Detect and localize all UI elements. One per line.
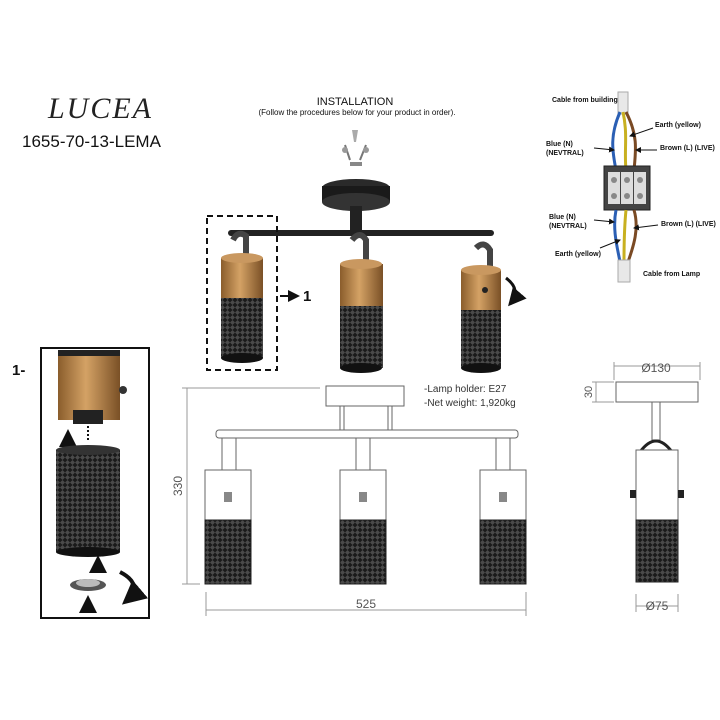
wiring-label-earth-top: Earth (yellow) bbox=[655, 122, 701, 129]
brand-name: LUCEA bbox=[48, 92, 154, 125]
step-number: 1- bbox=[12, 362, 26, 379]
front-elevation bbox=[182, 385, 527, 616]
dim-shade-diameter: Ø75 bbox=[646, 599, 669, 613]
wiring-diagram bbox=[593, 91, 659, 283]
wiring-label-neutral-top: (NEVTRAL) bbox=[546, 150, 584, 157]
dim-canopy-diameter: Ø130 bbox=[641, 361, 671, 375]
fixture-render bbox=[206, 130, 527, 373]
dim-canopy-height: 30 bbox=[583, 386, 595, 398]
spotlight-2 bbox=[340, 232, 383, 373]
model-number: 1655-70-13-LEMA bbox=[22, 132, 161, 151]
callout-number: 1 bbox=[303, 288, 312, 305]
wiring-label-blue-bottom: Blue (N) bbox=[549, 214, 576, 221]
wiring-label-neutral-bottom: (NEVTRAL) bbox=[549, 223, 587, 230]
wiring-label-brown-bottom: Brown (L) (LIVE) bbox=[661, 221, 716, 228]
installation-title: INSTALLATION bbox=[316, 96, 394, 108]
rotate-arrow-icon bbox=[505, 276, 527, 307]
rotate-arrow-icon bbox=[119, 570, 149, 605]
step-detail-panel bbox=[40, 347, 150, 619]
side-elevation bbox=[592, 362, 701, 612]
wiring-label-blue-top: Blue (N) bbox=[546, 141, 573, 148]
spotlight-1 bbox=[221, 230, 263, 363]
spec-net-weight: -Net weight: 1,920kg bbox=[424, 398, 516, 409]
wiring-label-cable-building: Cable from building bbox=[552, 97, 618, 104]
wiring-label-brown-top: Brown (L) (LIVE) bbox=[660, 145, 715, 152]
spotlight-3 bbox=[461, 241, 501, 373]
wiring-label-cable-lamp: Cable from Lamp bbox=[643, 271, 701, 278]
dim-width: 525 bbox=[356, 597, 376, 611]
wiring-label-earth-bottom: Earth (yellow) bbox=[555, 251, 601, 258]
dim-height: 330 bbox=[171, 476, 185, 496]
callout-box bbox=[206, 215, 278, 371]
spec-lamp-holder: -Lamp holder: E27 bbox=[424, 384, 507, 395]
installation-subtitle: (Follow the procedures below for your pr… bbox=[258, 108, 456, 117]
screw-icon bbox=[342, 130, 369, 166]
